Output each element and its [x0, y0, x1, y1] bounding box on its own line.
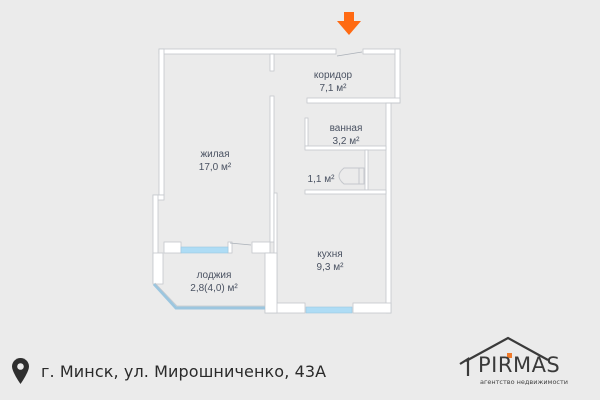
- pirmas-logo: PIRMAS агентство недвижимости: [458, 334, 588, 394]
- entrance-arrow-icon: [337, 12, 361, 35]
- logo-tagline: агентство недвижимости: [480, 378, 569, 386]
- room-name: лоджия: [196, 270, 232, 281]
- room-area: 3,2 м²: [332, 136, 360, 147]
- room-area: 7,1 м²: [319, 83, 347, 94]
- room-bathroom: ванная 3,2 м²: [330, 122, 363, 148]
- room-name: ванная: [329, 123, 363, 134]
- address-text: г. Минск, ул. Мирошниченко, 43А: [41, 361, 327, 381]
- address: г. Минск, ул. Мирошниченко, 43А: [12, 358, 326, 384]
- room-living: жилая 17,0 м²: [199, 148, 231, 174]
- room-loggia: лоджия 2,8(4,0) м²: [190, 269, 237, 295]
- room-name: жилая: [200, 149, 230, 160]
- room-name: кухня: [317, 249, 343, 260]
- room-area: 1,1 м²: [307, 174, 335, 185]
- house-roof-icon: [459, 336, 549, 376]
- toilet-icon: [338, 167, 365, 185]
- map-pin-icon: [12, 358, 29, 384]
- room-name: коридор: [313, 70, 353, 81]
- room-area: 2,8(4,0) м²: [190, 283, 238, 294]
- room-corridor: коридор 7,1 м²: [314, 69, 352, 95]
- logo-brand: PIRMAS: [478, 353, 561, 377]
- room-area: 9,3 м²: [316, 262, 344, 273]
- room-kitchen: кухня 9,3 м²: [317, 248, 344, 274]
- room-wc: 1,1 м²: [308, 173, 335, 186]
- room-area: 17,0 м²: [198, 162, 232, 173]
- floor-plan: коридор 7,1 м² жилая 17,0 м² ванная 3,2 …: [152, 12, 401, 314]
- floor-plan-drawing: [152, 12, 401, 314]
